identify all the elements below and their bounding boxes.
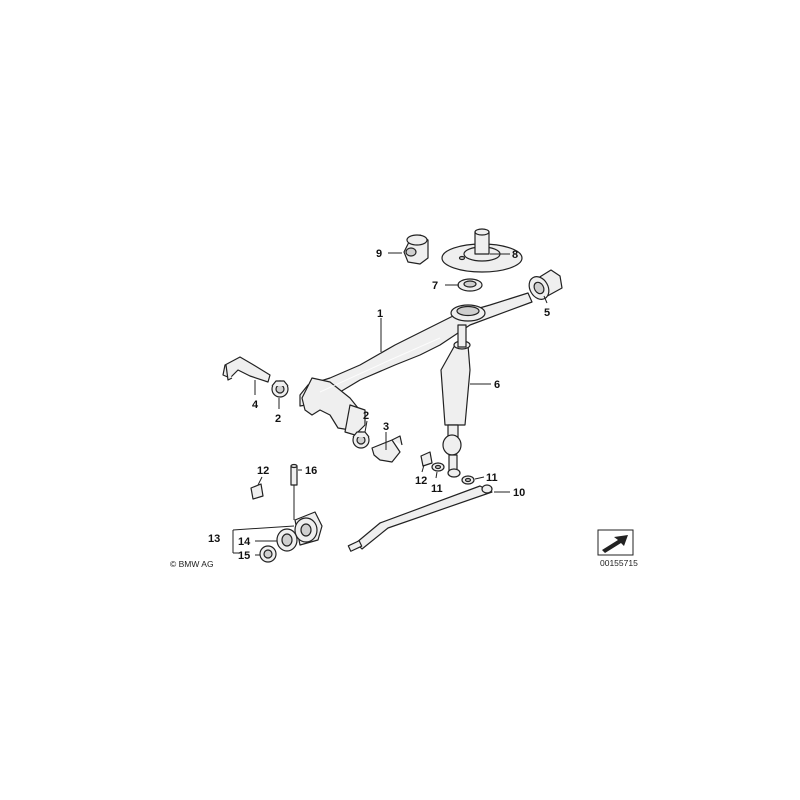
callout-13: 13 bbox=[208, 533, 220, 545]
callout-2-right: 2 bbox=[363, 410, 369, 422]
part-1-shift-bracket bbox=[299, 292, 533, 436]
part-12-circlip-right bbox=[420, 451, 433, 467]
callout-11-right: 11 bbox=[486, 472, 498, 484]
part-10-selector-rod bbox=[347, 484, 493, 552]
callout-2-left: 2 bbox=[275, 413, 281, 425]
copyright-label: © BMW AG bbox=[170, 559, 214, 569]
callout-9: 9 bbox=[376, 248, 382, 260]
part-12-circlip-left bbox=[250, 483, 264, 500]
callout-4: 4 bbox=[252, 399, 259, 411]
callout-10: 10 bbox=[513, 487, 525, 499]
callout-15: 15 bbox=[238, 550, 250, 562]
part-4-clip bbox=[222, 356, 271, 383]
callout-16: 16 bbox=[305, 465, 317, 477]
part-8-boot-plate bbox=[441, 228, 523, 273]
image-number: 00155715 bbox=[600, 558, 638, 568]
part-2-bushing-left bbox=[271, 380, 289, 398]
callout-1: 1 bbox=[377, 308, 383, 320]
leader-lines bbox=[232, 252, 548, 556]
part-2-bushing-right bbox=[352, 431, 370, 449]
callout-7: 7 bbox=[432, 280, 438, 292]
part-3-clip bbox=[371, 435, 403, 463]
part-7-cushion bbox=[457, 278, 483, 292]
part-16-pin bbox=[290, 463, 298, 486]
part-5-bushing bbox=[528, 269, 563, 300]
part-9-clamp bbox=[403, 234, 429, 265]
callout-6: 6 bbox=[494, 379, 500, 391]
part-14-bearing-sleeve bbox=[276, 528, 298, 552]
part-6-shift-rod bbox=[440, 324, 471, 478]
callout-14: 14 bbox=[238, 536, 251, 548]
callout-11-left: 11 bbox=[431, 483, 443, 495]
callout-12-left: 12 bbox=[257, 465, 269, 477]
callout-12-right: 12 bbox=[415, 475, 427, 487]
callout-8: 8 bbox=[512, 249, 518, 261]
part-15-ring bbox=[259, 545, 277, 563]
part-11-washer-left bbox=[431, 462, 445, 472]
callout-5: 5 bbox=[544, 307, 550, 319]
direction-arrow-icon bbox=[597, 529, 634, 556]
part-13-bearing-housing bbox=[294, 511, 323, 546]
part-11-washer-right bbox=[461, 475, 475, 485]
callout-3: 3 bbox=[383, 421, 389, 433]
